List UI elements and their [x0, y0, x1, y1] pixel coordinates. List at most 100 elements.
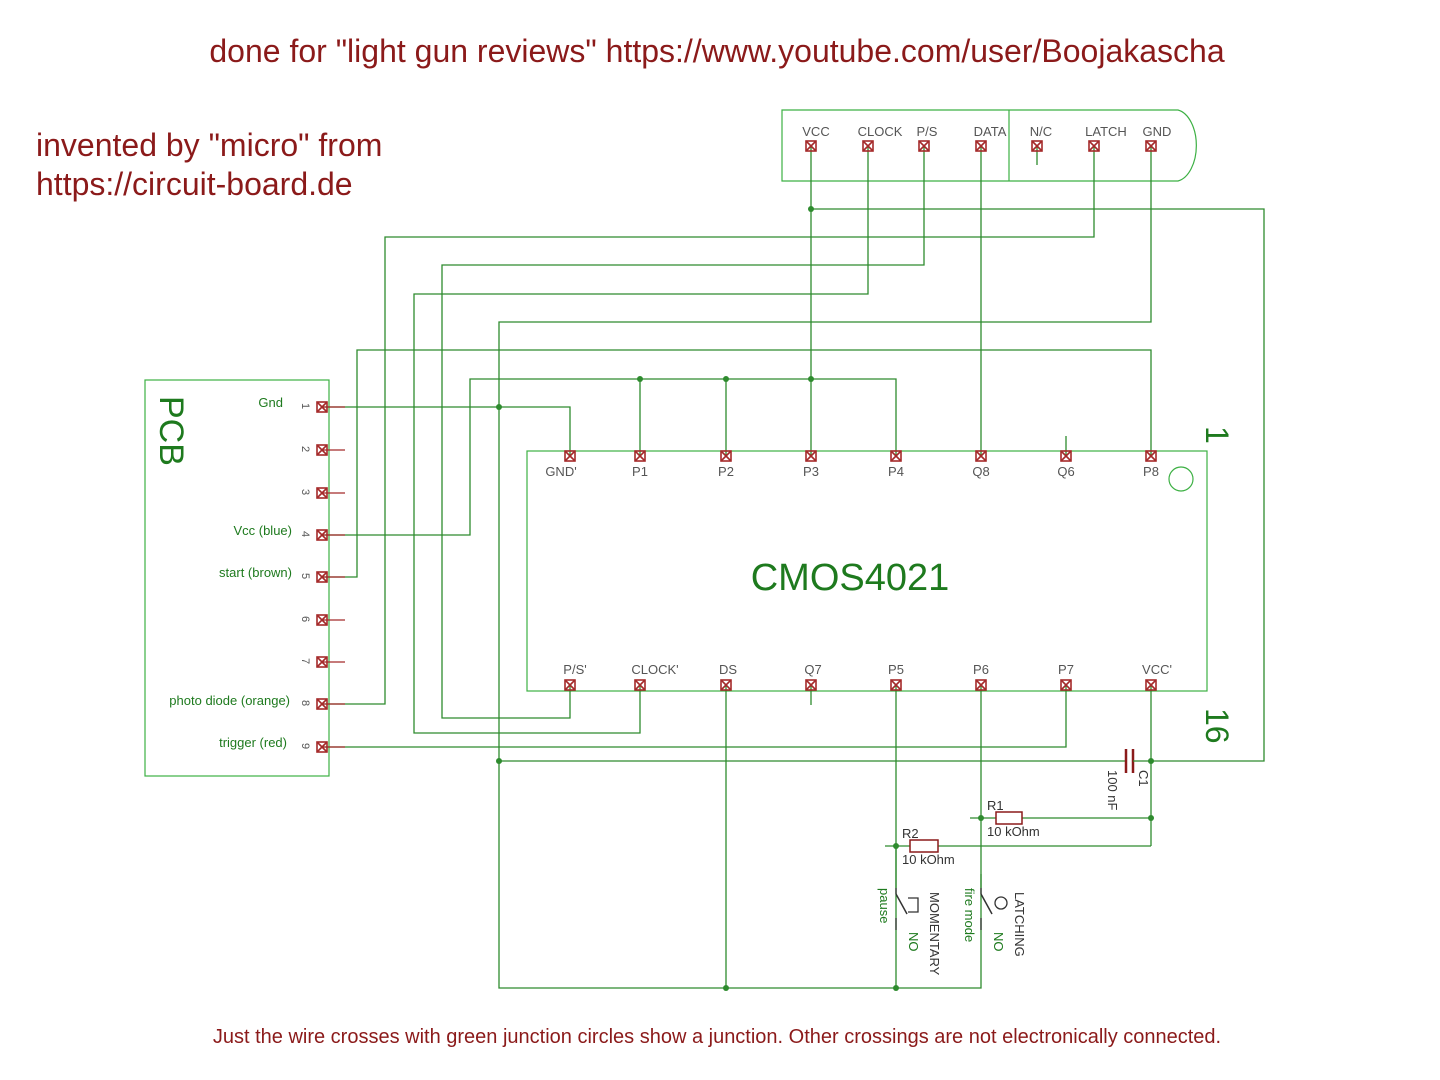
- ic-top-pin-6: [975, 450, 987, 462]
- ic-bottom-pin-5: [890, 679, 902, 691]
- ic-bottom-labels: P/S' CLOCK' DS Q7 P5 P6 P7 VCC': [563, 662, 1172, 677]
- switch-fire-type: LATCHING: [1012, 892, 1027, 957]
- switch-pause-contact: NO: [906, 932, 921, 952]
- wire-clock: [413, 146, 869, 734]
- wire-photo: [322, 146, 1095, 705]
- ic-pin-vcc: VCC': [1142, 662, 1172, 677]
- ic-bottom-pin-3: [720, 679, 732, 691]
- ic-top-pin-5: [890, 450, 902, 462]
- ic-pin-q6: Q6: [1057, 464, 1074, 479]
- pcb-pin-label-8: photo diode (orange): [169, 693, 290, 708]
- pcb-pin-num-2: 2: [299, 446, 311, 452]
- ic-pin-ds: DS: [719, 662, 737, 677]
- ic-pin-p3: P3: [803, 464, 819, 479]
- connector-labels: VCC CLOCK P/S DATA N/C LATCH GND: [802, 124, 1171, 139]
- ic-pin-q8: Q8: [972, 464, 989, 479]
- wire-vcc: [322, 378, 897, 536]
- ic-top-labels: GND' P1 P2 P3 P4 Q8 Q6 P8: [545, 464, 1159, 479]
- pcb-title: PCB: [152, 396, 190, 466]
- pcb-pin-stubs: [322, 406, 345, 748]
- conn-pin-data: [975, 140, 987, 152]
- ic-pin-p2: P2: [718, 464, 734, 479]
- ic-pin-gnd: GND': [545, 464, 576, 479]
- ic-pin16-marker: 16: [1199, 708, 1235, 744]
- pcb-pin-num-7: 7: [299, 658, 311, 664]
- resistor-r1-name: R1: [987, 798, 1004, 813]
- resistor-r1: R1 10 kOhm: [987, 798, 1040, 839]
- ic-pin-p7: P7: [1058, 662, 1074, 677]
- pcb-pin-num-9: 9: [299, 743, 311, 749]
- pcb-pin-8: [316, 698, 328, 710]
- resistor-r2: R2 10 kOhm: [902, 826, 955, 867]
- wire-vcc-right: [811, 208, 1265, 762]
- pcb-pin-2: [316, 444, 328, 456]
- pcb-pin-num-8: 8: [299, 700, 311, 706]
- ic-bottom-pin-7: [1060, 679, 1072, 691]
- ic-pin-p1: P1: [632, 464, 648, 479]
- pcb-pin-7: [316, 656, 328, 668]
- switch-fire-func: fire mode: [962, 888, 977, 942]
- pcb-pin-6: [316, 614, 328, 626]
- pcb-pin-3: [316, 487, 328, 499]
- conn-pin-nc: [1031, 140, 1043, 152]
- conn-pin-clock: [862, 140, 874, 152]
- pcb-pin-numbers: 1 2 3 4 5 6 7 8 9: [299, 403, 311, 749]
- ic-pin1-marker: 1: [1199, 426, 1235, 444]
- ic-pin-p6: P6: [973, 662, 989, 677]
- wire-ps: [441, 146, 925, 719]
- pcb-pin-num-4: 4: [299, 531, 311, 537]
- conn-label-ps: P/S: [917, 124, 938, 139]
- ic-pin1-dot: [1168, 466, 1194, 492]
- pcb-pin-1: [316, 401, 328, 413]
- ic-bottom-pin-1: [564, 679, 576, 691]
- ic-pin-p5: P5: [888, 662, 904, 677]
- pcb-pin-num-6: 6: [299, 616, 311, 622]
- ic-pin-ps: P/S': [563, 662, 586, 677]
- wires: [322, 146, 1265, 989]
- ic-top-pin-4: [805, 450, 817, 462]
- conn-label-data: DATA: [974, 124, 1007, 139]
- credit-text: done for "light gun reviews" https://www…: [209, 33, 1224, 69]
- ic-top-pin-8: [1145, 450, 1157, 462]
- conn-label-gnd: GND: [1143, 124, 1172, 139]
- pcb-pin-4: [316, 529, 328, 541]
- ic-outline: [526, 450, 1208, 692]
- conn-pin-ps: [918, 140, 930, 152]
- conn-label-clock: CLOCK: [858, 124, 903, 139]
- pcb-pin-label-1: Gnd: [258, 395, 283, 410]
- wire-gnd-bus: [498, 407, 982, 989]
- ic-pin-p8: P8: [1143, 464, 1159, 479]
- pcb-pin-5: [316, 571, 328, 583]
- capacitor-name: C1: [1136, 770, 1151, 787]
- switch-fire-contact: NO: [991, 932, 1006, 952]
- conn-label-nc: N/C: [1030, 124, 1052, 139]
- ic-name: CMOS4021: [751, 557, 950, 599]
- conn-label-latch: LATCH: [1085, 124, 1127, 139]
- switch-pause: pause NO MOMENTARY: [877, 888, 942, 976]
- ic-bottom-pin-6: [975, 679, 987, 691]
- wire-conn-gnd: [498, 146, 1152, 407]
- ic-pin-q7: Q7: [804, 662, 821, 677]
- ic-top-pin-1: [564, 450, 576, 462]
- pcb-pin-num-5: 5: [299, 573, 311, 579]
- conn-pin-gnd: [1145, 140, 1157, 152]
- pcb-pin-labels: Gnd Vcc (blue) start (brown) photo diode…: [169, 395, 292, 750]
- footer-note: Just the wire crosses with green junctio…: [213, 1026, 1221, 1048]
- inventor-line-2: https://circuit-board.de: [36, 166, 353, 202]
- junctions: [496, 206, 1154, 991]
- connector-outline: [781, 109, 1197, 182]
- ic-pin-clock: CLOCK': [631, 662, 678, 677]
- pcb-pin-num-3: 3: [299, 489, 311, 495]
- capacitor-c1: C1 100 nF: [1105, 749, 1151, 811]
- pcb-pin-label-9: trigger (red): [219, 735, 287, 750]
- pcb-pin-9: [316, 741, 328, 753]
- inventor-line-1: invented by "micro" from: [36, 127, 382, 163]
- switch-pause-type: MOMENTARY: [927, 892, 942, 976]
- ic-bottom-pin-4: [805, 679, 817, 691]
- capacitor-value: 100 nF: [1105, 770, 1120, 811]
- conn-label-vcc: VCC: [802, 124, 829, 139]
- ic-bottom-pin-2: [634, 679, 646, 691]
- pcb-pin-num-1: 1: [299, 403, 311, 409]
- conn-pin-vcc: [805, 140, 817, 152]
